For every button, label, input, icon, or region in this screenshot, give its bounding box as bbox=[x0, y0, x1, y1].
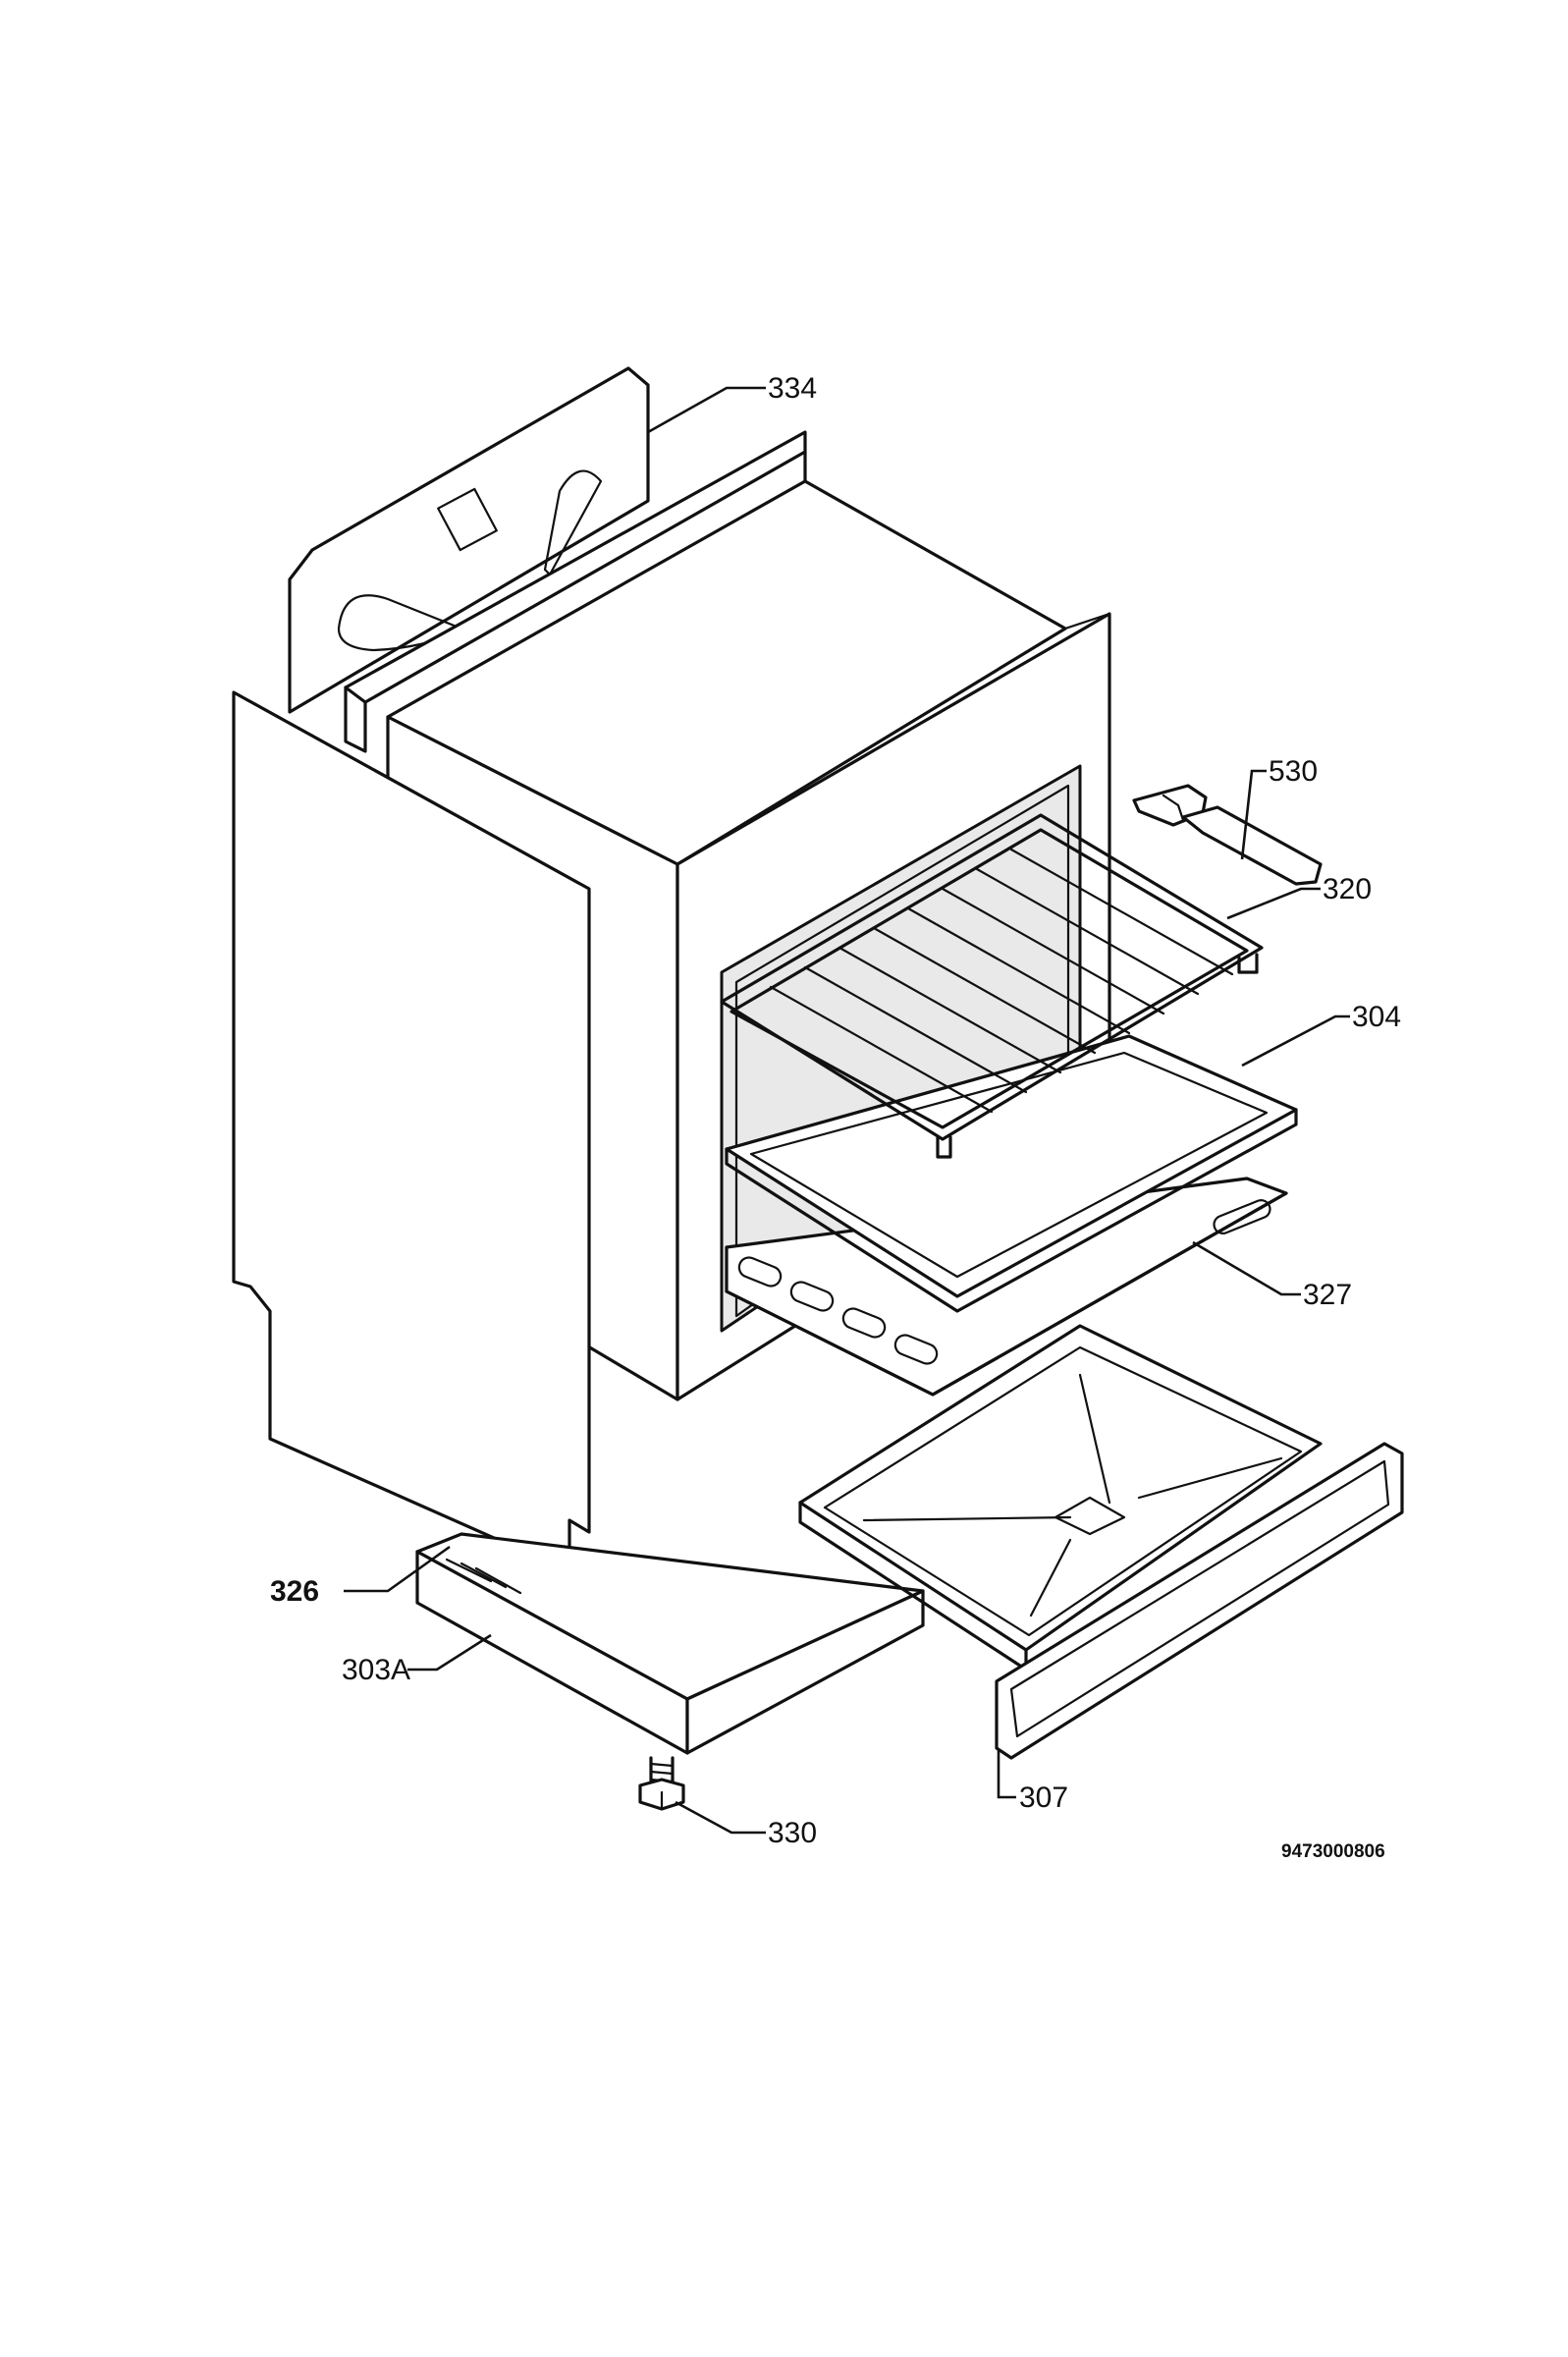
label-326: 326 bbox=[270, 1575, 319, 1608]
label-530: 530 bbox=[1269, 755, 1318, 788]
oven-rack-320 bbox=[720, 813, 1264, 1159]
label-334: 334 bbox=[768, 372, 817, 405]
plinth-303a bbox=[415, 1532, 925, 1755]
rear-panel-334 bbox=[288, 366, 650, 714]
baking-tray-304 bbox=[725, 1034, 1298, 1313]
label-307: 307 bbox=[1019, 1781, 1068, 1814]
label-330: 330 bbox=[768, 1817, 817, 1849]
document-id: 9473000806 bbox=[1281, 1841, 1385, 1862]
label-303a: 303A bbox=[342, 1654, 410, 1686]
side-panel bbox=[232, 690, 591, 1573]
label-327: 327 bbox=[1303, 1279, 1352, 1311]
clip-530 bbox=[1132, 784, 1323, 886]
leader-lines bbox=[344, 386, 1350, 1835]
back-frame bbox=[344, 430, 807, 753]
screw-330 bbox=[638, 1756, 685, 1811]
label-320: 320 bbox=[1323, 873, 1372, 905]
label-304: 304 bbox=[1352, 1001, 1401, 1033]
drawer-307 bbox=[798, 1324, 1404, 1760]
